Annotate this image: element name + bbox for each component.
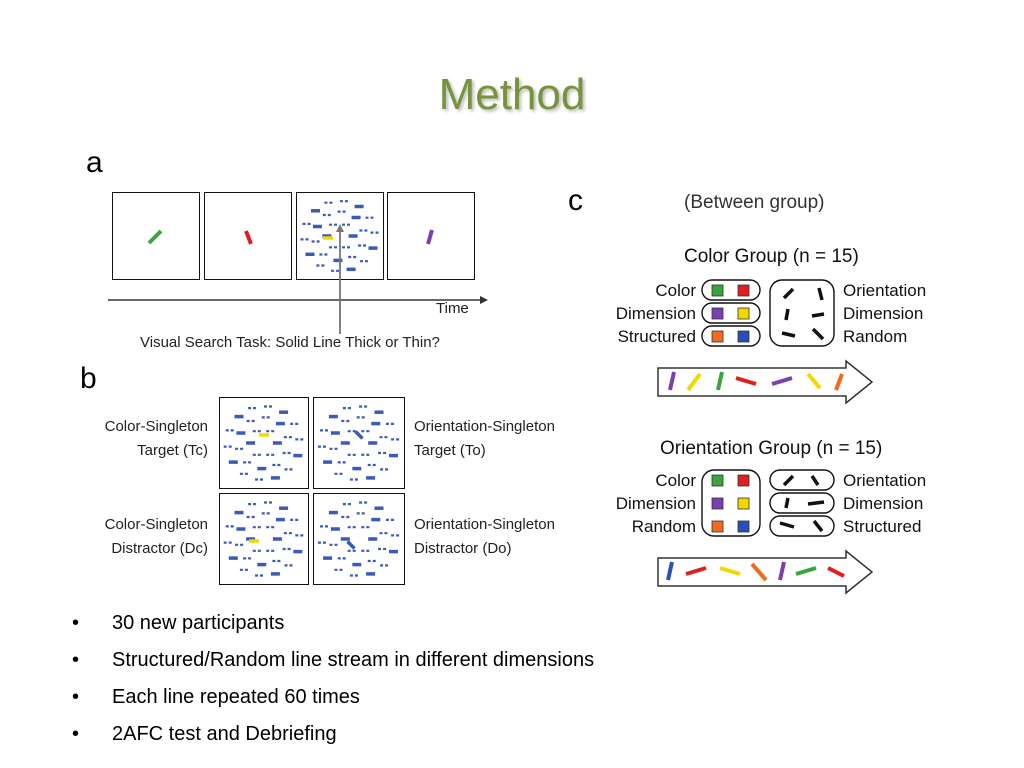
label-orient-distractor: Orientation-Singleton Distractor (Do) xyxy=(414,513,555,561)
slide-title: Method xyxy=(438,70,586,119)
frame-orientation-singleton-distractor xyxy=(313,493,405,585)
bullet-dot: • xyxy=(72,686,80,708)
search-display-to xyxy=(317,405,401,481)
cg-left-label-2: Dimension xyxy=(615,304,696,323)
cg-right-label-1: Orientation xyxy=(843,281,927,300)
og-right-label-3: Structured xyxy=(843,517,922,536)
time-label: Time xyxy=(436,300,469,317)
bullet-item: • Each line repeated 60 times xyxy=(72,680,594,717)
orientation-group-title: Orientation Group (n = 15) xyxy=(660,438,883,459)
between-group-note: (Between group) xyxy=(684,192,825,213)
cg-right-label-3: Random xyxy=(843,327,908,346)
frame-color-singleton-target xyxy=(219,397,309,489)
cg-left-label-1: Color xyxy=(655,281,696,300)
search-pointer-arrow xyxy=(336,224,344,334)
search-line xyxy=(354,430,364,440)
orientation-group-stream-arrow xyxy=(657,549,874,595)
bullet-dot: • xyxy=(72,612,80,634)
label-color-distractor-line1: Color-Singleton xyxy=(104,516,208,533)
panel-b-letter: b xyxy=(80,362,97,395)
search-display-a xyxy=(300,200,380,272)
label-orient-target-line2: Target (To) xyxy=(414,442,486,459)
green-line-stimulus xyxy=(147,229,163,245)
bullet-text: 2AFC test and Debriefing xyxy=(112,723,337,745)
color-group-title: Color Group (n = 15) xyxy=(684,246,859,267)
search-display-dc xyxy=(223,501,305,577)
panel-a-letter: a xyxy=(86,146,103,179)
color-group-stimuli xyxy=(701,279,835,347)
color-group-left-labels: Color Dimension Structured xyxy=(596,279,696,348)
bullet-dot: • xyxy=(72,723,80,745)
label-color-distractor: Color-Singleton Distractor (Dc) xyxy=(60,513,208,561)
color-group-stream-arrow xyxy=(657,359,874,405)
bullet-text: 30 new participants xyxy=(112,612,285,634)
frame-red-line xyxy=(204,192,292,280)
orientation-group-right-labels: Orientation Dimension Structured xyxy=(843,469,926,538)
og-left-label-2: Dimension xyxy=(615,494,696,513)
panel-a-caption: Visual Search Task: Solid Line Thick or … xyxy=(140,334,440,351)
search-display-tc xyxy=(223,405,305,481)
frame-color-singleton-distractor xyxy=(219,493,309,585)
frame-purple-line xyxy=(387,192,475,280)
purple-line-stimulus xyxy=(426,229,434,245)
label-orient-distractor-line2: Distractor (Do) xyxy=(414,540,512,557)
label-color-target: Color-Singleton Target (Tc) xyxy=(60,415,208,463)
bullet-dot: • xyxy=(72,649,80,671)
bullet-item: • 30 new participants xyxy=(72,606,594,643)
frame-green-line xyxy=(112,192,200,280)
bullet-text: Each line repeated 60 times xyxy=(112,686,360,708)
bullet-item: • Structured/Random line stream in differ… xyxy=(72,643,594,680)
label-color-distractor-line2: Distractor (Dc) xyxy=(111,540,208,557)
search-line xyxy=(346,540,356,550)
cg-left-label-3: Structured xyxy=(617,327,696,346)
label-orient-distractor-line1: Orientation-Singleton xyxy=(414,516,555,533)
color-group-right-labels: Orientation Dimension Random xyxy=(843,279,926,348)
frame-orientation-singleton-target xyxy=(313,397,405,489)
label-orient-target: Orientation-Singleton Target (To) xyxy=(414,415,555,463)
panel-c-letter: c xyxy=(568,184,583,217)
label-color-target-line1: Color-Singleton xyxy=(104,418,208,435)
bullet-list: • 30 new participants • Structured/Random … xyxy=(72,606,594,754)
red-line-stimulus xyxy=(244,230,253,245)
og-right-label-2: Dimension xyxy=(843,494,924,513)
og-right-label-1: Orientation xyxy=(843,471,927,490)
label-orient-target-line1: Orientation-Singleton xyxy=(414,418,555,435)
orientation-group-stimuli xyxy=(701,469,835,537)
bullet-item: • 2AFC test and Debriefing xyxy=(72,717,594,754)
time-axis xyxy=(108,296,488,328)
og-left-label-1: Color xyxy=(655,471,696,490)
orientation-group-left-labels: Color Dimension Random xyxy=(596,469,696,538)
cg-right-label-2: Dimension xyxy=(843,304,924,323)
bullet-text: Structured/Random line stream in differe… xyxy=(112,649,595,671)
og-left-label-3: Random xyxy=(631,517,696,536)
label-color-target-line2: Target (Tc) xyxy=(137,442,208,459)
search-display-do xyxy=(317,501,401,577)
